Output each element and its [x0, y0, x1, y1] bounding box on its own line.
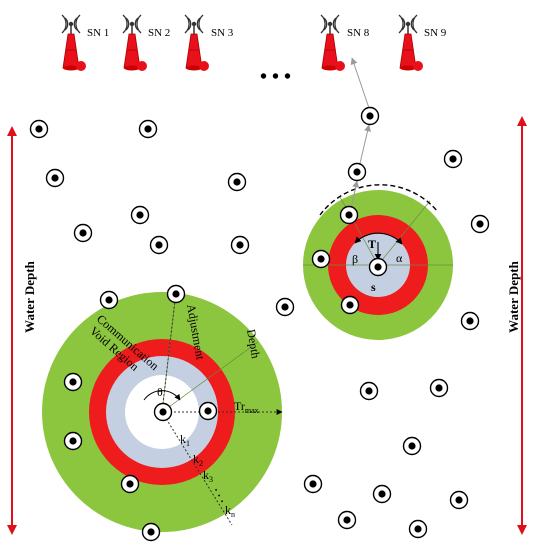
sensor-node: [198, 401, 218, 421]
sensor-node: [230, 235, 250, 255]
sensor-node: [303, 474, 323, 494]
sensor-node: [347, 162, 367, 182]
t-label: T: [368, 237, 376, 251]
kn-label: kn: [225, 503, 235, 519]
depth-adjustment-label: Depth: [244, 328, 263, 359]
tr-max-label: Trmax: [234, 399, 259, 415]
sensor-node: [73, 223, 93, 243]
antenna-sink-icon: [61, 14, 87, 72]
theta-label: θ: [157, 385, 163, 399]
antenna-sink-icon: [320, 14, 346, 72]
sensor-node: [470, 214, 490, 234]
sensor-node: [138, 119, 158, 139]
sensor-node: [227, 172, 247, 192]
sensor-node: [408, 519, 428, 539]
sensor-node: [449, 490, 469, 510]
sink-row: SN 1 SN 2 SN 3 SN 8 SN 9 • • •: [61, 14, 447, 88]
k1-label: k1: [180, 432, 190, 448]
sensor-node: [460, 311, 480, 331]
sensor-node: [359, 381, 379, 401]
sensor-node: [339, 205, 359, 225]
sensor-node: [360, 106, 380, 126]
sink-sn3: [184, 14, 210, 72]
sink-label: SN 3: [211, 27, 234, 39]
sink-ellipsis: • • •: [260, 66, 291, 88]
sensor-node: [63, 431, 83, 451]
sensor-node: [340, 295, 360, 315]
sensor-node: [153, 402, 173, 422]
sensor-node: [372, 484, 392, 504]
sensor-node: [149, 235, 169, 255]
sensor-node: [166, 284, 186, 304]
sensor-node: [275, 297, 295, 317]
water-depth-label: Water Depth: [22, 260, 37, 332]
water-depth-label: Water Depth: [506, 260, 521, 332]
sensor-node: [141, 522, 161, 542]
sensor-node: [29, 119, 49, 139]
antenna-sink-icon: [122, 14, 148, 72]
sink-sn9: [398, 14, 424, 72]
sensor-node: [99, 290, 119, 310]
sensor-node: [120, 474, 140, 494]
sink-label: SN 8: [347, 27, 370, 39]
sensor-node: [311, 249, 331, 269]
alpha-label: α: [396, 251, 403, 265]
sink-label: SN 9: [424, 27, 447, 39]
sink-label: SN 2: [148, 27, 170, 39]
sensor-node: [130, 205, 150, 225]
sensor-node: [368, 257, 388, 277]
sensor-node: [402, 436, 422, 456]
antenna-sink-icon: [398, 14, 424, 72]
sink-sn2: [122, 14, 148, 72]
water-depth-left: Water Depth: [7, 126, 37, 535]
sink-sn1: [61, 14, 87, 72]
sensor-node: [45, 168, 65, 188]
antenna-sink-icon: [184, 14, 210, 72]
sensor-node: [443, 149, 463, 169]
k2-label: k2: [193, 452, 203, 468]
sink-sn8: [320, 14, 346, 72]
water-depth-right: Water Depth: [506, 116, 527, 535]
sensor-node: [337, 510, 357, 530]
sensor-node: [429, 378, 449, 398]
beta-label: β: [352, 252, 358, 266]
sensor-node: [63, 372, 83, 392]
dashed-arc: [319, 184, 439, 216]
sink-label: SN 1: [87, 27, 109, 39]
s-label: s: [371, 280, 376, 294]
k3-label: k3: [203, 468, 213, 484]
